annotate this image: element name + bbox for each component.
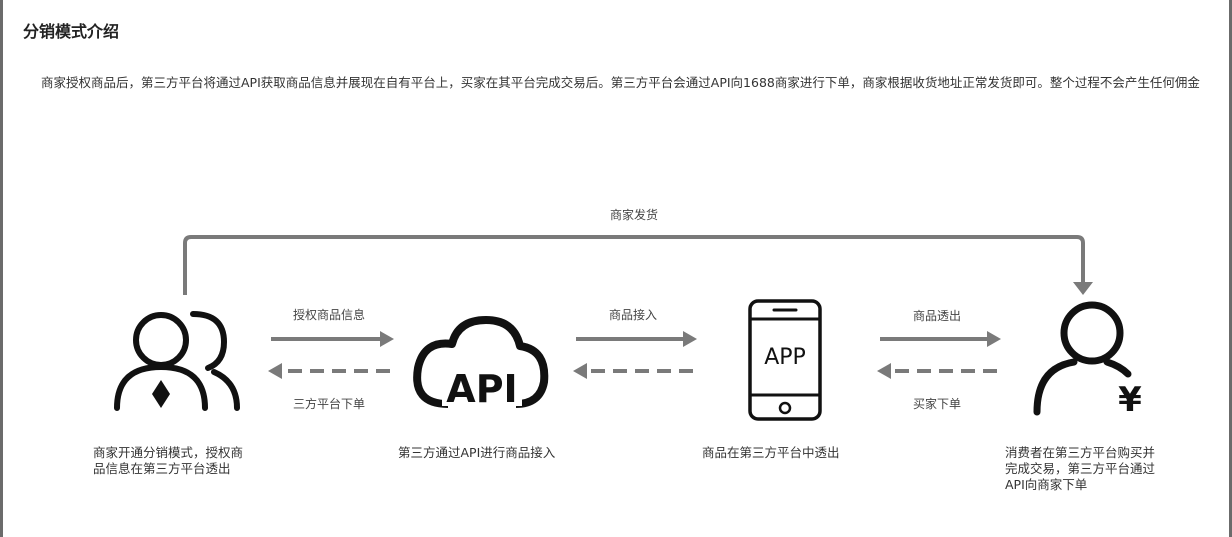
forward-label-1: 授权商品信息: [293, 307, 365, 322]
arrow-pair-1: [268, 331, 394, 379]
left-border: [0, 0, 3, 537]
back-arrow-head-3: [877, 363, 891, 379]
api-caption: 第三方通过API进行商品接入: [398, 445, 556, 460]
ship-connector: [183, 235, 1093, 295]
app-icon-text: APP: [764, 345, 806, 370]
forward-arrow-head-3: [987, 331, 1001, 347]
forward-arrow-head-1: [380, 331, 394, 347]
back-label-1: 三方平台下单: [293, 396, 365, 411]
top-connector-label: 商家发货: [610, 207, 658, 222]
forward-arrow-head-2: [683, 331, 697, 347]
merchant-caption: 商家开通分销模式，授权商品信息在第三方平台透出: [93, 445, 244, 476]
ship-arrow-head: [1073, 282, 1093, 295]
arrow-pair-3: [877, 331, 1001, 379]
forward-label-2: 商品接入: [609, 307, 657, 322]
merchant-users-icon: [114, 311, 240, 411]
page-title: 分销模式介绍: [23, 22, 120, 41]
api-cloud-icon: API: [413, 316, 549, 411]
consumer-caption: 消费者在第三方平台购买并完成交易，第三方平台通过API向商家下单: [1005, 445, 1156, 492]
right-border: [1229, 0, 1232, 537]
intro-description: 商家授权商品后，第三方平台将通过API获取商品信息并展现在自有平台上，买家在其平…: [41, 75, 1200, 90]
api-icon-text: API: [446, 367, 517, 411]
yen-icon-text: ¥: [1118, 380, 1142, 420]
forward-label-3: 商品透出: [913, 308, 961, 323]
arrow-pair-2: [573, 331, 697, 379]
phone-app-icon: APP: [748, 299, 822, 421]
app-caption: 商品在第三方平台中透出: [702, 445, 840, 460]
consumer-yen-icon: ¥: [1033, 301, 1142, 420]
back-arrow-head-2: [573, 363, 587, 379]
back-label-3: 买家下单: [913, 396, 961, 411]
back-arrow-head-1: [268, 363, 282, 379]
